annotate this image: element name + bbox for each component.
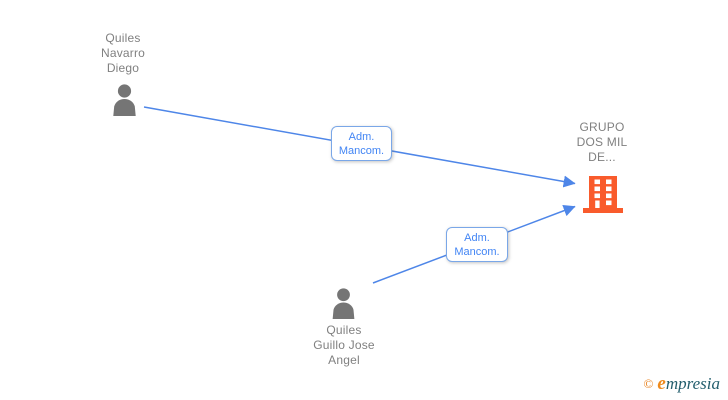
person-icon	[113, 84, 136, 116]
node-company-label: GRUPO DOS MIL DE...	[576, 120, 628, 164]
edge-label-2: Adm. Mancom.	[446, 227, 508, 262]
node-person2-label: Quiles Guillo Jose Angel	[313, 323, 375, 367]
brand-logo[interactable]: ©empresia	[644, 373, 720, 395]
copyright-icon: ©	[643, 376, 654, 391]
brand-name: mpresia	[665, 374, 720, 393]
node-person2[interactable]	[330, 288, 357, 324]
brand-initial: e	[657, 373, 666, 394]
node-company[interactable]	[583, 176, 623, 219]
node-person1-label: Quiles Navarro Diego	[100, 31, 146, 75]
edge-label-1: Adm. Mancom.	[331, 126, 392, 161]
person-icon	[332, 288, 355, 319]
node-person1[interactable]	[111, 84, 138, 121]
building-icon	[583, 176, 623, 213]
